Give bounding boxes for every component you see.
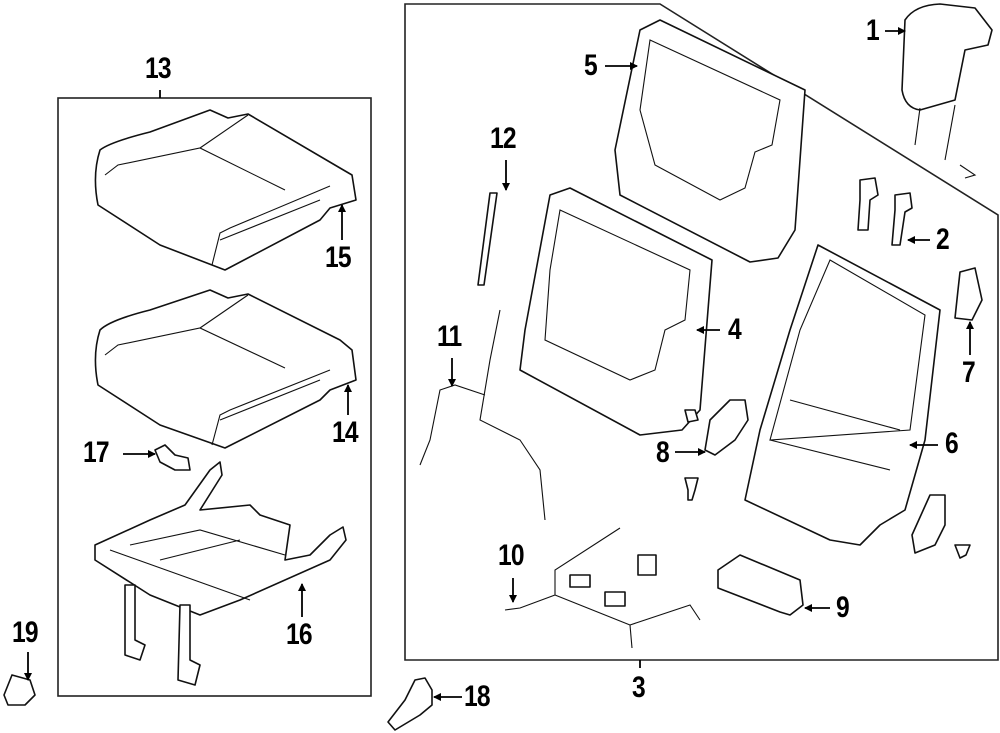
callout-11: 11 [437, 320, 462, 353]
callout-1: 1 [866, 14, 880, 47]
seatback-group-frame [404, 3, 999, 661]
callout-9: 9 [836, 591, 850, 624]
switch-part [154, 444, 191, 471]
cushion-frame-part [94, 461, 347, 686]
control-module-part [717, 554, 804, 616]
headrest-guide-part [857, 177, 913, 246]
cushion-cover-part [94, 109, 357, 271]
cushion-pad-part [94, 289, 357, 449]
clip-part [3, 674, 36, 706]
callout-10: 10 [498, 539, 525, 572]
rod-part [477, 192, 498, 286]
callout-3: 3 [632, 671, 646, 704]
callout-18: 18 [464, 680, 491, 713]
seatback-cover-part [614, 19, 806, 263]
callout-8: 8 [656, 436, 670, 469]
callout-12: 12 [490, 122, 517, 155]
side-cover-part [911, 494, 946, 554]
callout-19: 19 [12, 616, 39, 649]
seatback-frame-part [744, 244, 941, 546]
cushion-group-frame [57, 97, 372, 697]
bracket-cover-part [387, 677, 433, 731]
callout-16: 16 [286, 618, 313, 651]
callout-4: 4 [728, 313, 742, 346]
release-cable-part [419, 309, 546, 521]
screw-part [954, 544, 971, 559]
headrest-part [901, 3, 993, 179]
callout-17: 17 [83, 436, 110, 469]
callout-5: 5 [584, 49, 598, 82]
latch-part [954, 267, 983, 321]
callout-2: 2 [936, 223, 950, 256]
wire-harness-part [504, 527, 701, 649]
callout-7: 7 [962, 356, 976, 389]
callout-15: 15 [325, 241, 352, 274]
callout-6: 6 [945, 427, 959, 460]
bolt-part [684, 409, 699, 501]
callout-14: 14 [332, 416, 359, 449]
hinge-cover-part [704, 399, 749, 456]
seatback-pad-part [519, 187, 713, 436]
callout-13: 13 [145, 52, 172, 85]
